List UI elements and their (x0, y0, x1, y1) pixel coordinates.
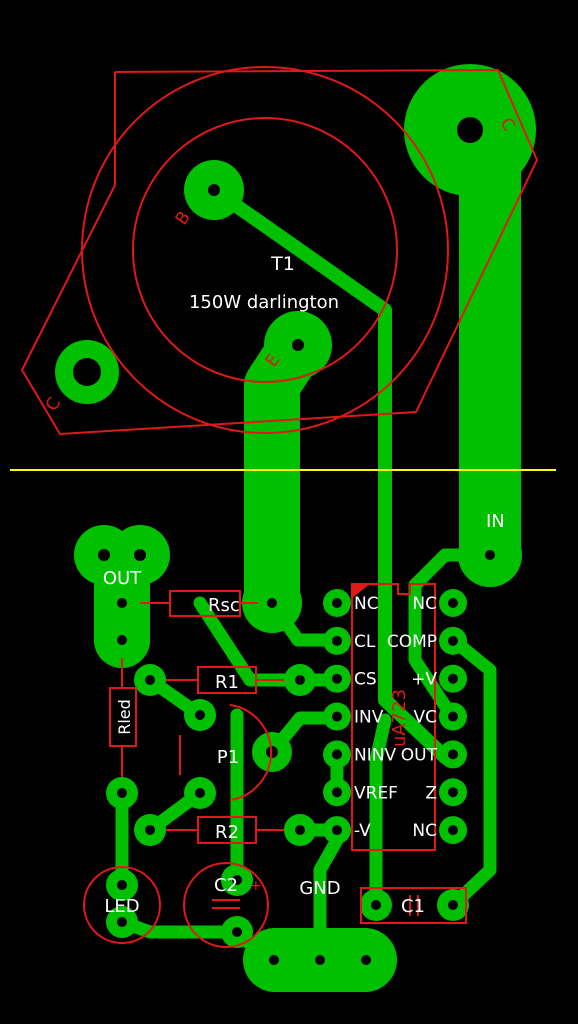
c2-label: C2 (214, 875, 238, 896)
silkscreen (20, 66, 539, 948)
ic-pin-label-right-2: COMP (387, 632, 437, 652)
ic-pin-label-left-6: VREF (354, 783, 398, 803)
t1-ref-label: T1 (270, 253, 295, 275)
trace-emitter (244, 317, 326, 631)
ic-pin-label-right-4: VC (414, 708, 438, 728)
ic-pads (323, 589, 467, 845)
led-outline (83, 866, 161, 944)
ic-outline (351, 583, 436, 851)
c2-polarity-label: + (250, 878, 262, 894)
trace-base (207, 183, 452, 764)
r1-label: R1 (215, 672, 239, 693)
trace-c1-out (369, 713, 392, 912)
rled-label: Rled (115, 699, 134, 735)
ic-pin-label-right-1: NC (412, 594, 437, 614)
t1-flange (20, 68, 539, 436)
ic-pin-label-left-3: CS (354, 670, 377, 690)
copper-pads (55, 64, 536, 992)
ic-pin-label-right-7: NC (412, 821, 437, 841)
c1-outline (360, 887, 467, 924)
rsc-label: Rsc (208, 595, 240, 616)
c1-label: C1 (401, 896, 425, 917)
ic-pin1-marker (352, 584, 370, 598)
ic-pin-label-right-6: Z (425, 783, 437, 803)
in-label: IN (486, 511, 505, 532)
ic-pin-label-left-7: -V (354, 821, 371, 841)
ic-pin-label-left-5: NINV (354, 745, 396, 765)
c2-outline (183, 862, 269, 948)
ic-pin-label-left-2: CL (354, 632, 376, 652)
t1-outline-inner (132, 117, 398, 383)
t1-value-label: 150W darlington (189, 292, 339, 313)
ic-pin-label-left-4: INV (354, 708, 384, 728)
p1-body (229, 704, 273, 801)
ic-pin-label-right-3: +V (411, 670, 437, 690)
ic-part-label: uA723 (389, 689, 410, 747)
r2-label: R2 (215, 822, 239, 843)
ic-pin-labels: NC CL CS INV NINV VREF -V NC COMP +V VC OUT Z NC (354, 594, 438, 841)
out-label: OUT (103, 568, 142, 589)
gnd-label: GND (299, 878, 340, 899)
led-label: LED (104, 896, 139, 917)
p1-label: P1 (217, 747, 239, 768)
trace-comp-c1 (446, 633, 497, 912)
ic-pin-label-right-5: OUT (401, 745, 438, 765)
ic-pin-label-left-1: NC (354, 594, 379, 614)
